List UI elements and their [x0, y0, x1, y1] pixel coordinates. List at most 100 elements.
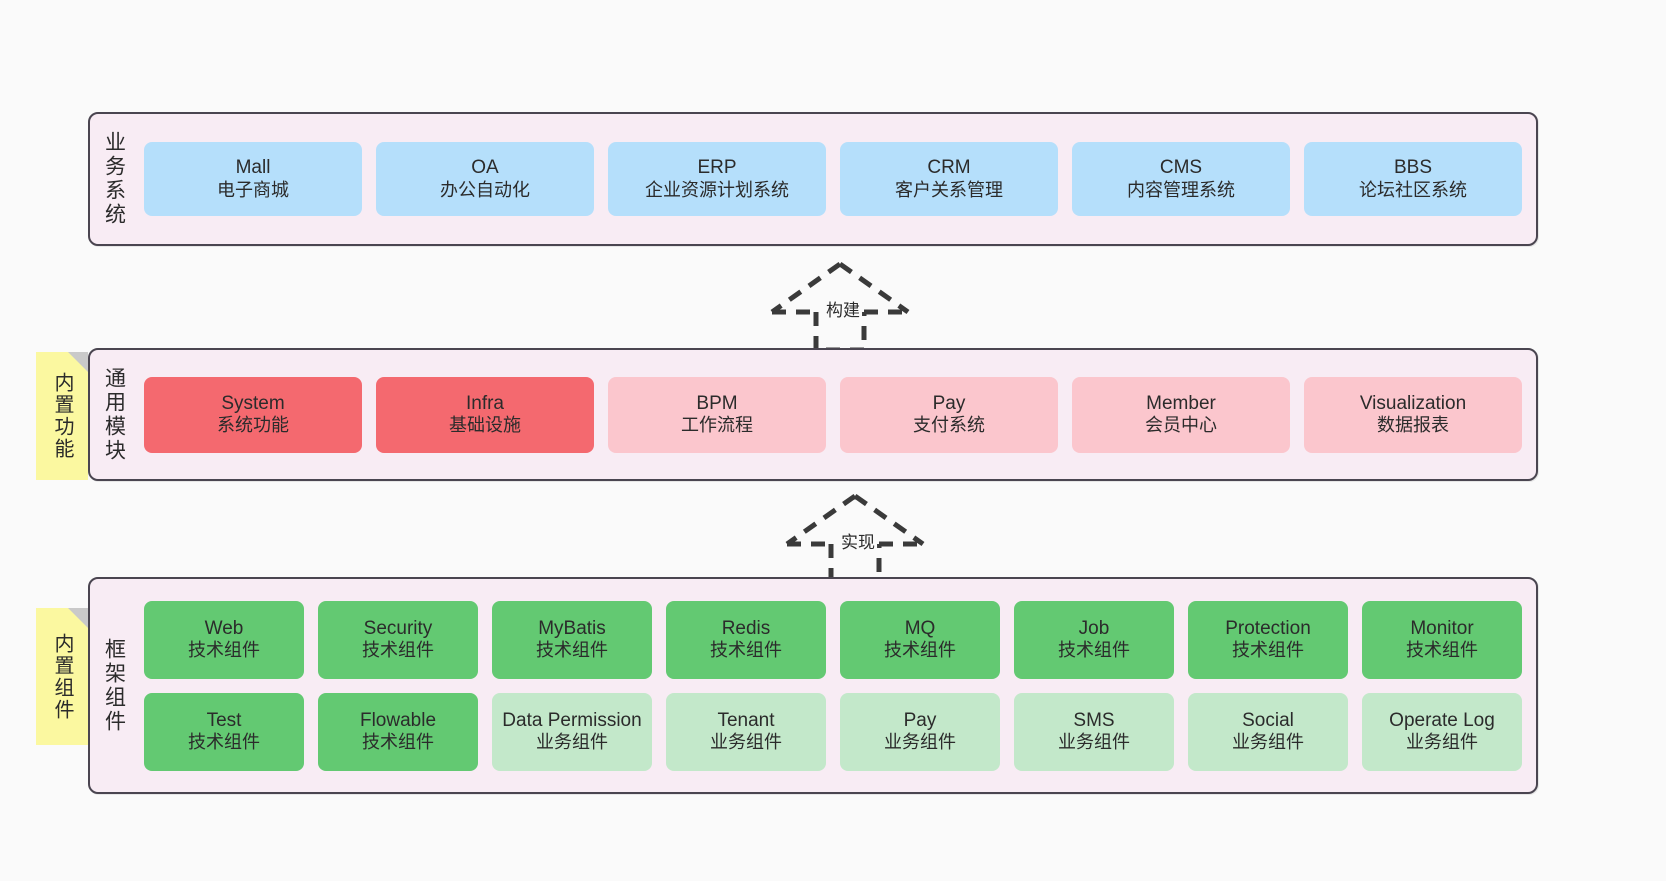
card-title: OA [471, 157, 499, 179]
card-subtitle: 技术组件 [710, 640, 782, 661]
card-social[interactable]: Social 业务组件 [1188, 692, 1348, 771]
connector-build-label: 构建 [824, 296, 863, 321]
card-title: Social [1242, 709, 1294, 731]
card-title: Job [1078, 617, 1110, 639]
card-subtitle: 电子商城 [217, 179, 289, 200]
layer-title-framework-component: 框架组件 [102, 637, 126, 734]
card-mall[interactable]: Mall 电子商城 [144, 142, 362, 216]
card-title: Security [363, 617, 433, 639]
card-subtitle: 技术组件 [1232, 640, 1304, 661]
card-pay-component[interactable]: Pay 业务组件 [840, 692, 1000, 771]
card-title: Test [206, 709, 242, 731]
card-title: Member [1146, 392, 1216, 414]
card-subtitle: 技术组件 [188, 732, 260, 753]
card-operate-log[interactable]: Operate Log 业务组件 [1362, 692, 1522, 771]
card-subtitle: 技术组件 [188, 640, 260, 661]
card-title: Mall [235, 157, 271, 179]
card-monitor[interactable]: Monitor 技术组件 [1362, 600, 1522, 679]
card-sms[interactable]: SMS 业务组件 [1014, 692, 1174, 771]
connector-build-arrow: 构建 [760, 258, 920, 354]
connector-realize-label: 实现 [839, 528, 878, 553]
card-title: SMS [1073, 709, 1115, 731]
card-web[interactable]: Web 技术组件 [144, 600, 304, 679]
framework-business-row: Test 技术组件 Flowable 技术组件 Data Permission … [144, 692, 1522, 771]
card-title: Visualization [1359, 392, 1467, 414]
card-subtitle: 论坛社区系统 [1359, 179, 1467, 200]
card-subtitle: 业务组件 [1406, 732, 1478, 753]
card-test[interactable]: Test 技术组件 [144, 692, 304, 771]
layer-body-common-module: System 系统功能 Infra 基础设施 BPM 工作流程 Pay 支付系统… [138, 350, 1536, 479]
card-title: System [221, 392, 285, 414]
card-subtitle: 技术组件 [884, 640, 956, 661]
card-erp[interactable]: ERP 企业资源计划系统 [608, 142, 826, 216]
card-protection[interactable]: Protection 技术组件 [1188, 600, 1348, 679]
card-title: Flowable [359, 709, 437, 731]
card-title: Monitor [1410, 617, 1474, 639]
layer-body-framework-component: Web 技术组件 Security 技术组件 MyBatis 技术组件 Redi… [138, 579, 1536, 792]
card-subtitle: 技术组件 [536, 640, 608, 661]
card-subtitle: 基础设施 [449, 415, 521, 436]
layer-body-business-system: Mall 电子商城 OA 办公自动化 ERP 企业资源计划系统 CRM 客户关系… [138, 114, 1536, 244]
layer-common-module: 通用模块 System 系统功能 Infra 基础设施 BPM 工作流程 Pay… [88, 348, 1538, 481]
sticky-note-builtin-function: 内置功能 [36, 352, 88, 480]
card-mybatis[interactable]: MyBatis 技术组件 [492, 600, 652, 679]
card-flowable[interactable]: Flowable 技术组件 [318, 692, 478, 771]
card-cms[interactable]: CMS 内容管理系统 [1072, 142, 1290, 216]
card-title: Redis [721, 617, 771, 639]
card-title: Data Permission [502, 709, 642, 731]
card-subtitle: 支付系统 [913, 415, 985, 436]
card-title: MyBatis [538, 617, 606, 639]
layer-title-business-system: 业务系统 [102, 131, 126, 227]
card-bbs[interactable]: BBS 论坛社区系统 [1304, 142, 1522, 216]
card-title: BPM [696, 392, 738, 414]
card-subtitle: 业务组件 [1058, 732, 1130, 753]
card-title: Protection [1225, 617, 1311, 639]
card-title: BBS [1393, 157, 1433, 179]
card-subtitle: 技术组件 [1058, 640, 1130, 661]
card-title: Infra [465, 392, 505, 414]
layer-business-system: 业务系统 Mall 电子商城 OA 办公自动化 ERP 企业资源计划系统 CRM… [88, 112, 1538, 246]
card-subtitle: 办公自动化 [440, 179, 530, 200]
sticky-note-builtin-component: 内置组件 [36, 608, 88, 745]
card-member[interactable]: Member 会员中心 [1072, 376, 1290, 453]
page-fold-icon [68, 608, 88, 628]
card-subtitle: 工作流程 [681, 415, 753, 436]
card-oa[interactable]: OA 办公自动化 [376, 142, 594, 216]
card-title: Operate Log [1389, 709, 1495, 731]
card-visualization[interactable]: Visualization 数据报表 [1304, 376, 1522, 453]
connector-realize-arrow: 实现 [775, 490, 935, 586]
card-security[interactable]: Security 技术组件 [318, 600, 478, 679]
sticky-note-label: 内置功能 [51, 372, 73, 460]
layer-title-common-module: 通用模块 [102, 366, 126, 463]
card-job[interactable]: Job 技术组件 [1014, 600, 1174, 679]
card-subtitle: 技术组件 [362, 640, 434, 661]
card-pay-module[interactable]: Pay 支付系统 [840, 376, 1058, 453]
card-redis[interactable]: Redis 技术组件 [666, 600, 826, 679]
sticky-note-label: 内置组件 [51, 632, 73, 721]
card-title: CMS [1159, 157, 1203, 179]
framework-tech-row: Web 技术组件 Security 技术组件 MyBatis 技术组件 Redi… [144, 600, 1522, 679]
card-bpm[interactable]: BPM 工作流程 [608, 376, 826, 453]
card-subtitle: 业务组件 [884, 732, 956, 753]
layer-framework-component: 框架组件 Web 技术组件 Security 技术组件 MyBatis 技术组件… [88, 577, 1538, 794]
card-tenant[interactable]: Tenant 业务组件 [666, 692, 826, 771]
card-title: MQ [904, 617, 936, 639]
card-subtitle: 业务组件 [710, 732, 782, 753]
card-data-permission[interactable]: Data Permission 业务组件 [492, 692, 652, 771]
card-infra[interactable]: Infra 基础设施 [376, 376, 594, 453]
card-subtitle: 系统功能 [217, 415, 289, 436]
card-title: Pay [903, 709, 937, 731]
card-title: Pay [932, 392, 966, 414]
card-subtitle: 内容管理系统 [1127, 179, 1235, 200]
card-subtitle: 客户关系管理 [895, 179, 1003, 200]
card-subtitle: 技术组件 [1406, 640, 1478, 661]
card-subtitle: 技术组件 [362, 732, 434, 753]
card-subtitle: 业务组件 [1232, 732, 1304, 753]
card-subtitle: 企业资源计划系统 [645, 179, 789, 200]
card-crm[interactable]: CRM 客户关系管理 [840, 142, 1058, 216]
card-mq[interactable]: MQ 技术组件 [840, 600, 1000, 679]
card-subtitle: 业务组件 [536, 732, 608, 753]
card-title: Tenant [717, 709, 775, 731]
card-system[interactable]: System 系统功能 [144, 376, 362, 453]
card-subtitle: 会员中心 [1145, 415, 1217, 436]
